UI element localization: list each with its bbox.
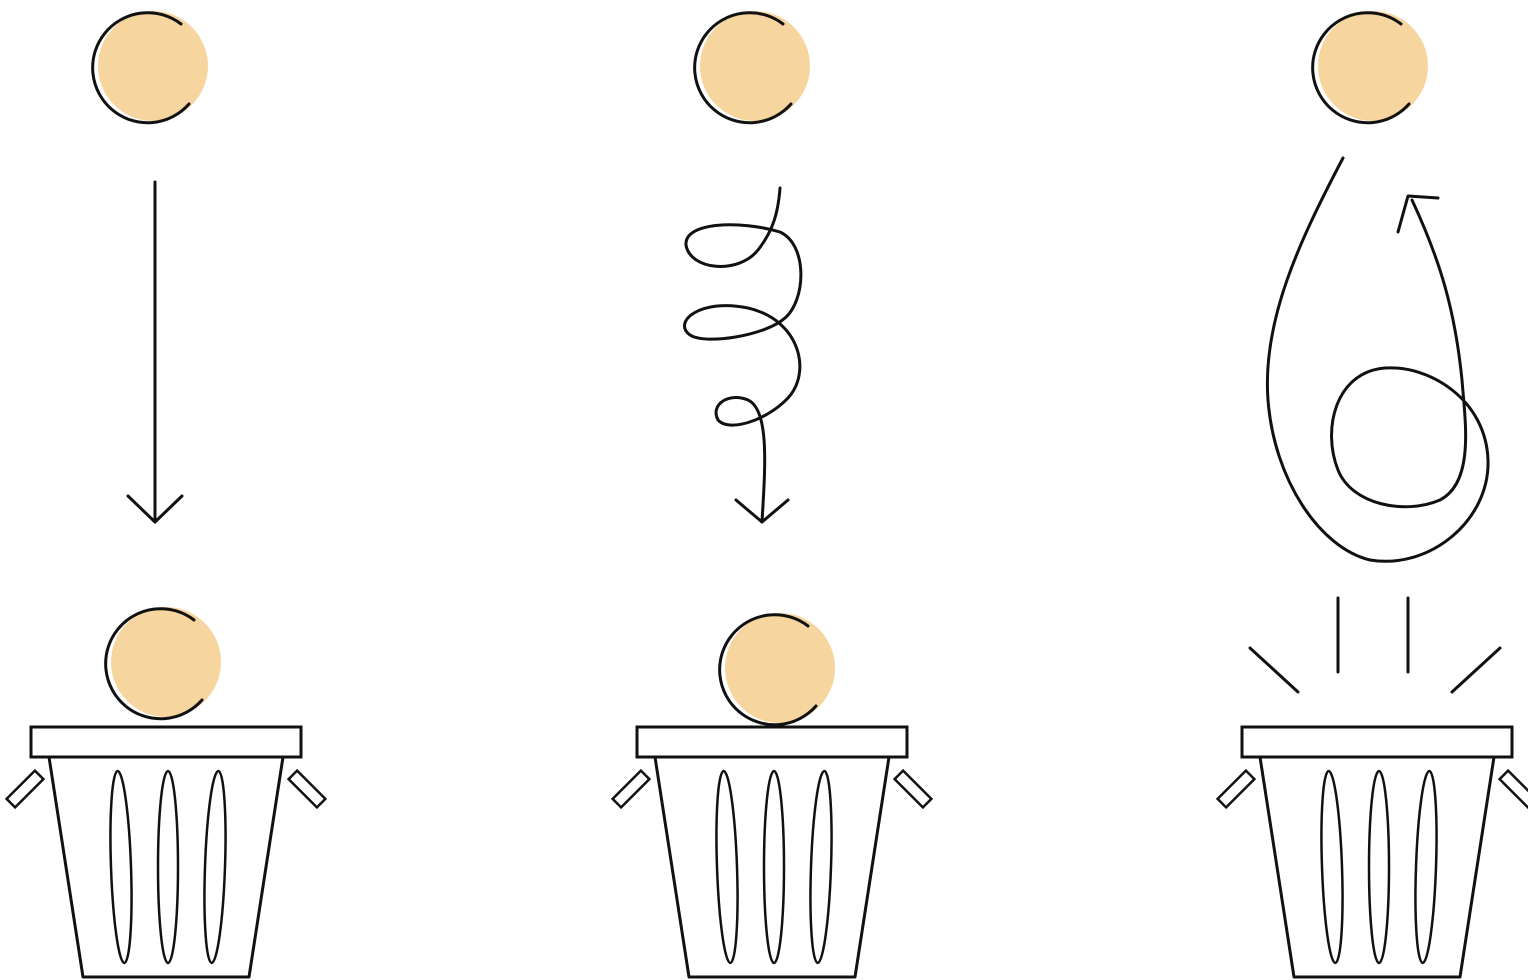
arrow-icon: [1265, 156, 1490, 563]
arrow-icon: [683, 186, 803, 524]
ball-icon: [104, 605, 223, 721]
burst-lines-icon: [1248, 596, 1502, 694]
ball-icon: [91, 9, 210, 125]
panel-loop: [1216, 9, 1528, 979]
ball-icon: [718, 611, 837, 727]
ball-icon: [693, 9, 812, 125]
trash-bin-icon: [611, 725, 933, 979]
ball-icon: [1311, 9, 1430, 125]
panel-straight: [5, 9, 327, 979]
trash-bin-icon: [5, 725, 327, 979]
trash-bin-icon: [1216, 725, 1528, 979]
panel-spiral: [611, 9, 933, 979]
arrow-icon: [126, 180, 184, 524]
